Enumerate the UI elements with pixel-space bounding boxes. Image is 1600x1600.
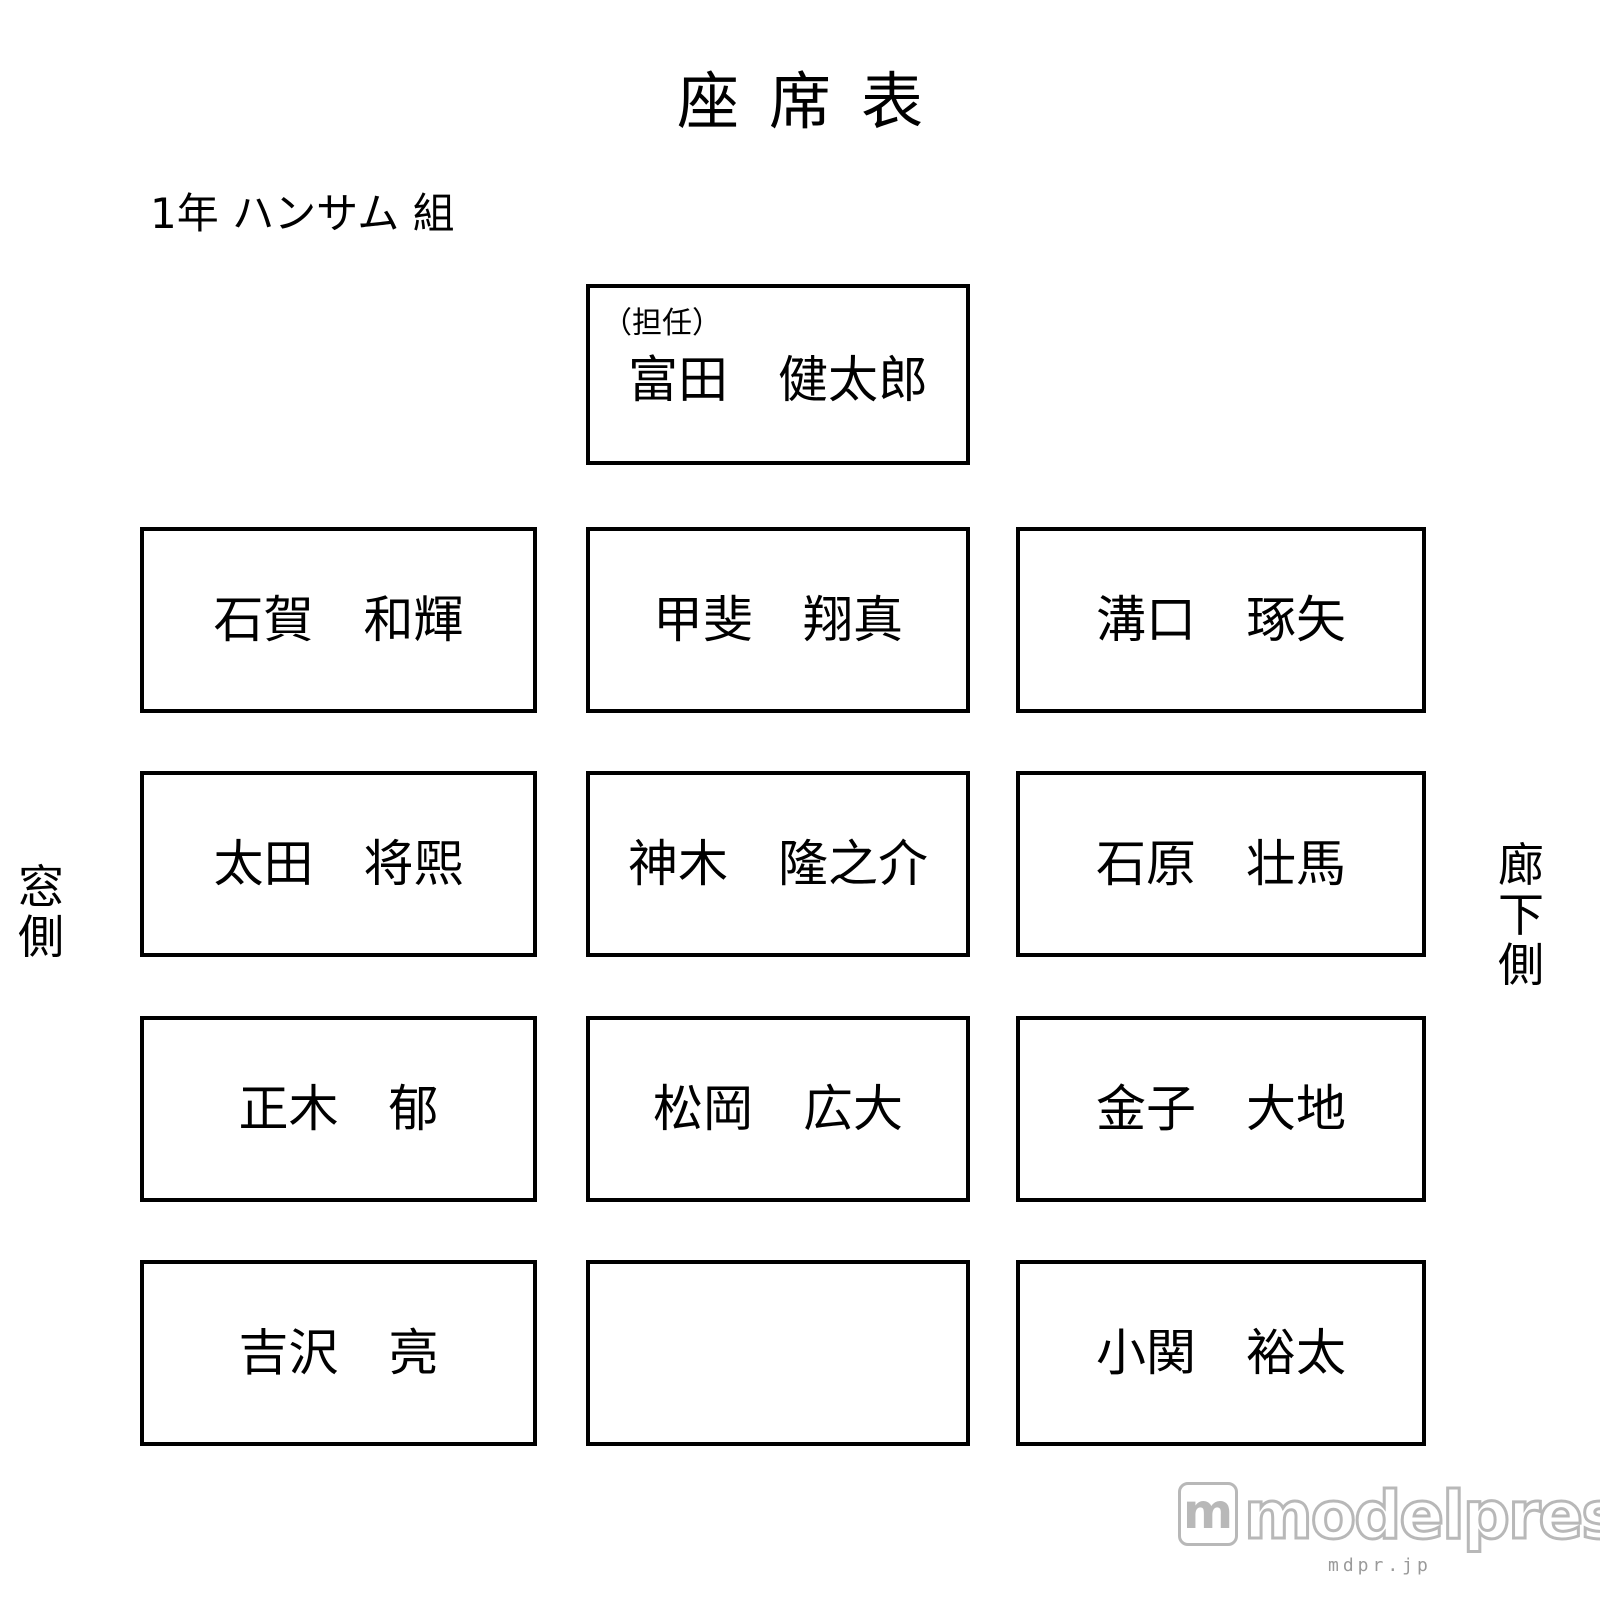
seat-r4-c3: 小関 裕太 <box>1016 1260 1426 1446</box>
seat-name: 石原 壮馬 <box>1096 835 1346 893</box>
hallway-side-char: 側 <box>1498 938 1544 992</box>
seat-name: 小関 裕太 <box>1096 1324 1346 1382</box>
seat-name: 溝口 琢矢 <box>1096 591 1346 649</box>
seat-name: 松岡 広大 <box>653 1080 903 1138</box>
seat-r4-c2-empty <box>586 1260 970 1446</box>
watermark-logo-icon: m <box>1178 1482 1238 1546</box>
seat-r3-c2: 松岡 広大 <box>586 1016 970 1202</box>
window-side-char: 窓 <box>18 860 64 914</box>
hallway-side-char: 下 <box>1498 888 1544 942</box>
watermark-text: modelpress <box>1243 1476 1600 1556</box>
window-side-label: 窓 側 <box>14 862 68 962</box>
seat-name: 吉沢 亮 <box>238 1324 439 1382</box>
seat-r3-c1: 正木 郁 <box>140 1016 537 1202</box>
seat-r2-c1: 太田 将煕 <box>140 771 537 957</box>
seat-r4-c1: 吉沢 亮 <box>140 1260 537 1446</box>
hallway-side-label: 廊 下 側 <box>1494 840 1548 990</box>
teacher-role-label: （担任） <box>602 306 722 341</box>
page-title: 座席表 <box>676 65 953 138</box>
seat-name: 太田 将煕 <box>213 835 464 893</box>
seat-name: 金子 大地 <box>1096 1080 1346 1138</box>
teacher-desk: （担任） 富田 健太郎 <box>586 284 970 465</box>
teacher-name: 富田 健太郎 <box>628 351 928 409</box>
seat-name: 石賀 和輝 <box>213 591 464 649</box>
seat-r3-c3: 金子 大地 <box>1016 1016 1426 1202</box>
seat-r2-c3: 石原 壮馬 <box>1016 771 1426 957</box>
window-side-char: 側 <box>18 910 64 964</box>
modelpress-watermark: m modelpress mdpr.jp <box>1178 1476 1600 1580</box>
seat-r1-c2: 甲斐 翔真 <box>586 527 970 713</box>
seat-name: 正木 郁 <box>238 1080 439 1138</box>
seat-r2-c2: 神木 隆之介 <box>586 771 970 957</box>
class-name: 1年 ハンサム 組 <box>150 189 455 238</box>
seat-r1-c3: 溝口 琢矢 <box>1016 527 1426 713</box>
seat-name: 神木 隆之介 <box>628 835 928 893</box>
watermark-subtext: mdpr.jp <box>1328 1555 1432 1576</box>
seat-name: 甲斐 翔真 <box>653 591 903 649</box>
seat-r1-c1: 石賀 和輝 <box>140 527 537 713</box>
hallway-side-char: 廊 <box>1498 838 1544 892</box>
